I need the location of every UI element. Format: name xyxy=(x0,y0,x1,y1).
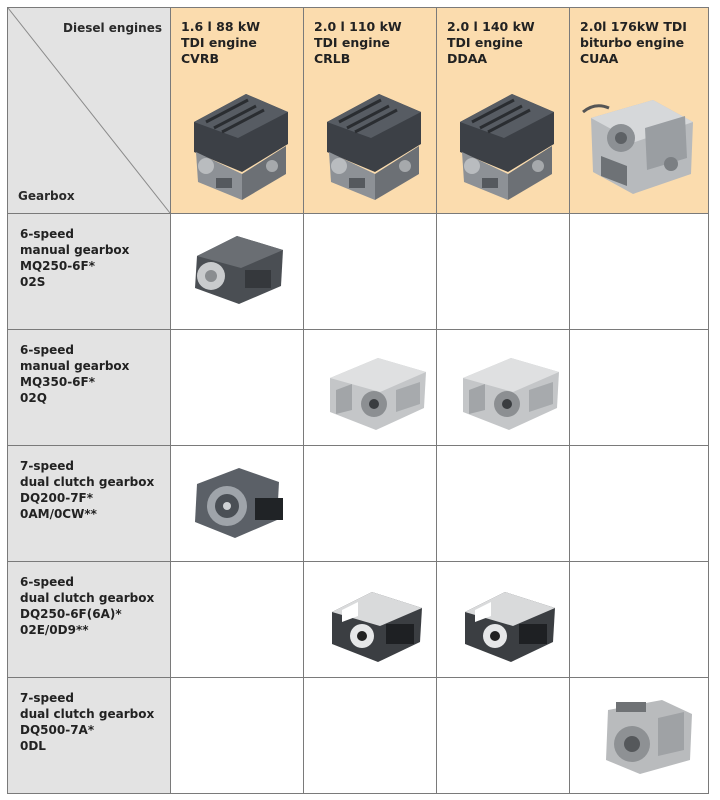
dsg-gearbox-image xyxy=(183,458,293,542)
matrix-cell xyxy=(170,677,304,794)
gearbox-row-dq500: 7-speed dual clutch gearbox DQ500-7A* 0D… xyxy=(7,677,709,794)
dsg-gearbox-image xyxy=(455,582,565,666)
gearbox-model: MQ250-6F* xyxy=(20,259,95,273)
gearbox-speeds: 6-speed xyxy=(20,343,74,357)
manual-gearbox-image xyxy=(455,350,565,434)
engine-type: TDI engine xyxy=(181,35,257,50)
gearbox-type: dual clutch gearbox xyxy=(20,475,155,489)
matrix-cell xyxy=(170,561,304,678)
engine-code: CUAA xyxy=(580,51,619,66)
matrix-cell xyxy=(170,213,304,330)
engine-header-ddaa: 2.0 l 140 kW TDI engine DDAA xyxy=(436,7,570,214)
gearbox-code: 02S xyxy=(20,275,46,289)
dsg-gearbox-image xyxy=(322,582,432,666)
engine-header-cuaa: 2.0l 176kW TDI biturbo engine CUAA xyxy=(569,7,709,214)
engine-code: DDAA xyxy=(447,51,488,66)
gearbox-model: DQ250-6F(6A)* xyxy=(20,607,122,621)
engine-type: biturbo engine xyxy=(580,35,685,50)
gearbox-type: dual clutch gearbox xyxy=(20,591,155,605)
diesel-engine-image xyxy=(176,82,298,206)
gearbox-model: MQ350-6F* xyxy=(20,375,95,389)
gearbox-header: 6-speed manual gearbox MQ350-6F* 02Q xyxy=(7,329,171,446)
matrix-cell xyxy=(170,329,304,446)
gearbox-code: 0AM/0CW** xyxy=(20,507,97,521)
gearbox-header: 6-speed manual gearbox MQ250-6F* 02S xyxy=(7,213,171,330)
matrix-cell xyxy=(303,445,437,562)
gearbox-model: DQ200-7F* xyxy=(20,491,94,505)
diesel-engines-label: Diesel engines xyxy=(63,21,162,35)
gearbox-speeds: 7-speed xyxy=(20,459,74,473)
gearbox-header: 7-speed dual clutch gearbox DQ500-7A* 0D… xyxy=(7,677,171,794)
gearbox-speeds: 7-speed xyxy=(20,691,74,705)
matrix-cell xyxy=(436,329,570,446)
engine-gearbox-matrix: Diesel engines Gearbox 1.6 l 88 kW TDI e… xyxy=(7,7,709,794)
gearbox-speeds: 6-speed xyxy=(20,227,74,241)
matrix-cell xyxy=(436,213,570,330)
manual-gearbox-image xyxy=(322,350,432,434)
engine-power: 2.0 l 110 kW xyxy=(314,19,402,34)
matrix-cell xyxy=(569,329,709,446)
diesel-engine-image xyxy=(309,82,431,206)
gearbox-code: 02Q xyxy=(20,391,47,405)
matrix-cell xyxy=(436,445,570,562)
matrix-cell xyxy=(303,677,437,794)
gearbox-row-dq250: 6-speed dual clutch gearbox DQ250-6F(6A)… xyxy=(7,561,709,678)
engine-power: 1.6 l 88 kW xyxy=(181,19,260,34)
manual-gearbox-image xyxy=(183,226,293,310)
gearbox-header: 7-speed dual clutch gearbox DQ200-7F* 0A… xyxy=(7,445,171,562)
dsg-gearbox-image xyxy=(592,694,702,778)
gearbox-header: 6-speed dual clutch gearbox DQ250-6F(6A)… xyxy=(7,561,171,678)
engine-header-cvrb: 1.6 l 88 kW TDI engine CVRB xyxy=(170,7,304,214)
biturbo-engine-image xyxy=(575,82,703,206)
corner-cell: Diesel engines Gearbox xyxy=(7,7,171,214)
gearbox-type: dual clutch gearbox xyxy=(20,707,155,721)
header-row: Diesel engines Gearbox 1.6 l 88 kW TDI e… xyxy=(7,7,709,214)
gearbox-row-mq350: 6-speed manual gearbox MQ350-6F* 02Q xyxy=(7,329,709,446)
gearbox-speeds: 6-speed xyxy=(20,575,74,589)
gearbox-model: DQ500-7A* xyxy=(20,723,95,737)
matrix-cell xyxy=(569,561,709,678)
gearbox-code: 0DL xyxy=(20,739,46,753)
matrix-cell xyxy=(170,445,304,562)
engine-type: TDI engine xyxy=(447,35,523,50)
gearbox-row-dq200: 7-speed dual clutch gearbox DQ200-7F* 0A… xyxy=(7,445,709,562)
matrix-cell xyxy=(436,561,570,678)
matrix-cell xyxy=(569,677,709,794)
matrix-cell xyxy=(436,677,570,794)
matrix-cell xyxy=(569,445,709,562)
engine-power: 2.0 l 140 kW xyxy=(447,19,535,34)
gearbox-type: manual gearbox xyxy=(20,243,130,257)
gearbox-row-mq250: 6-speed manual gearbox MQ250-6F* 02S xyxy=(7,213,709,330)
gearbox-type: manual gearbox xyxy=(20,359,130,373)
engine-header-crlb: 2.0 l 110 kW TDI engine CRLB xyxy=(303,7,437,214)
gearbox-code: 02E/0D9** xyxy=(20,623,89,637)
matrix-cell xyxy=(303,329,437,446)
diagonal-divider xyxy=(8,8,170,213)
engine-code: CVRB xyxy=(181,51,220,66)
matrix-cell xyxy=(303,213,437,330)
diesel-engine-image xyxy=(442,82,564,206)
engine-code: CRLB xyxy=(314,51,351,66)
matrix-cell xyxy=(303,561,437,678)
engine-type: TDI engine xyxy=(314,35,390,50)
gearbox-label: Gearbox xyxy=(18,189,75,203)
engine-power: 2.0l 176kW TDI xyxy=(580,19,687,34)
matrix-cell xyxy=(569,213,709,330)
